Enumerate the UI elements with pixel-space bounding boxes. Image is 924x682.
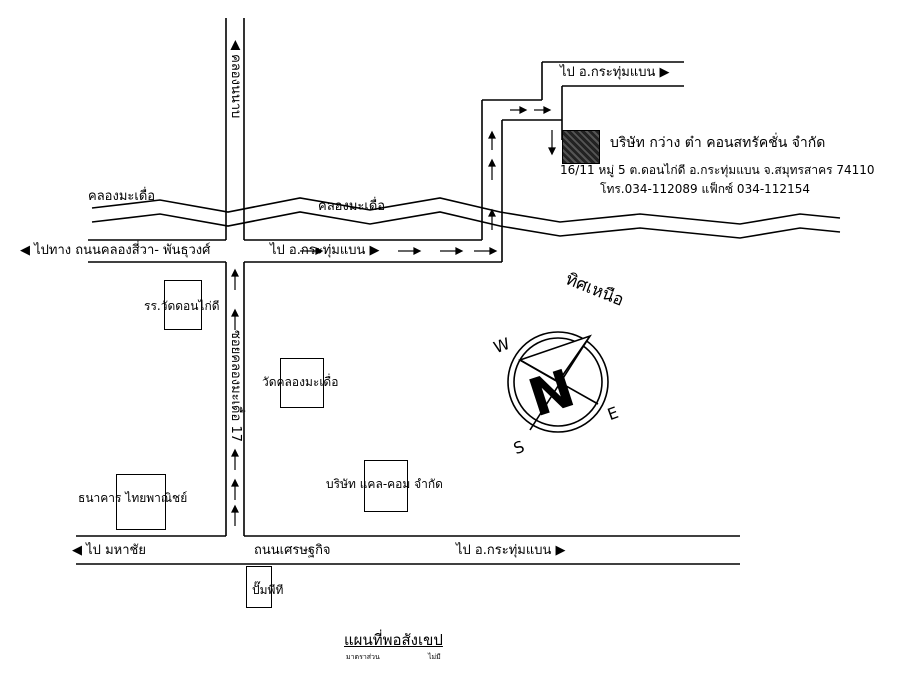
temple-box [280,358,324,408]
canal-edge [91,197,841,225]
temple-label: วัดคลองมะเดื่อ [262,375,339,389]
gas-station-box [246,566,272,608]
label-canal-left: คลองมะเดื่อ [88,189,156,204]
company-building [562,130,600,164]
calcomp-box [364,460,408,512]
compass [507,331,609,433]
label-road-khlong-si-wa: ◀ ไปทาง ถนนคลองสี่วา- พันธุวงศ์ [20,243,211,258]
label-to-krathum-baen-bottom: ไป อ.กระทุ่มแบน ▶ [456,543,566,558]
label-khlong-nang-tan: ◀ คลองนนาบ [228,40,243,119]
label-soi-khlong-matuea: ซอยคลองมะเดื่อ 17 [228,330,243,442]
label-to-krathum-baen-top: ไป อ.กระทุ่มแบน ▶ [560,65,670,80]
bank-label: ธนาคาร ไทยพาณิชย์ [78,491,188,505]
company-contact: โทร.034-112089 แฟ็กซ์ 034-112154 [600,182,810,196]
canal-edge [91,211,841,239]
bank-box [116,474,166,530]
label-road-setthakit: ถนนเศรษฐกิจ [254,543,331,558]
gas-station-label: ปั๊มพีที [252,583,284,597]
label-canal-center: คลองมะเดื่อ [318,199,386,214]
company-address: 16/11 หมู่ 5 ต.ดอนไก่ดี อ.กระทุ่มแบน จ.ส… [560,163,875,177]
company-name: บริษัท กว่าง ต๋า คอนสทรัคชั่น จำกัด [610,135,826,151]
map-title: แผนที่พอสังเขป [344,631,443,649]
label-to-krathum-baen-mid: ไป อ.กระทุ่มแบน ▶ [270,243,380,258]
scale-left: มาตราส่วน [346,653,380,661]
school-box [164,280,202,330]
scale-right: ไม่มี [428,653,441,661]
calcomp-label: บริษัท แคล-คอม จำกัด [326,477,443,491]
label-to-mahachai: ◀ ไป มหาชัย [72,543,146,558]
school-label: รร.วัดดอนไก่ดี [144,299,220,313]
